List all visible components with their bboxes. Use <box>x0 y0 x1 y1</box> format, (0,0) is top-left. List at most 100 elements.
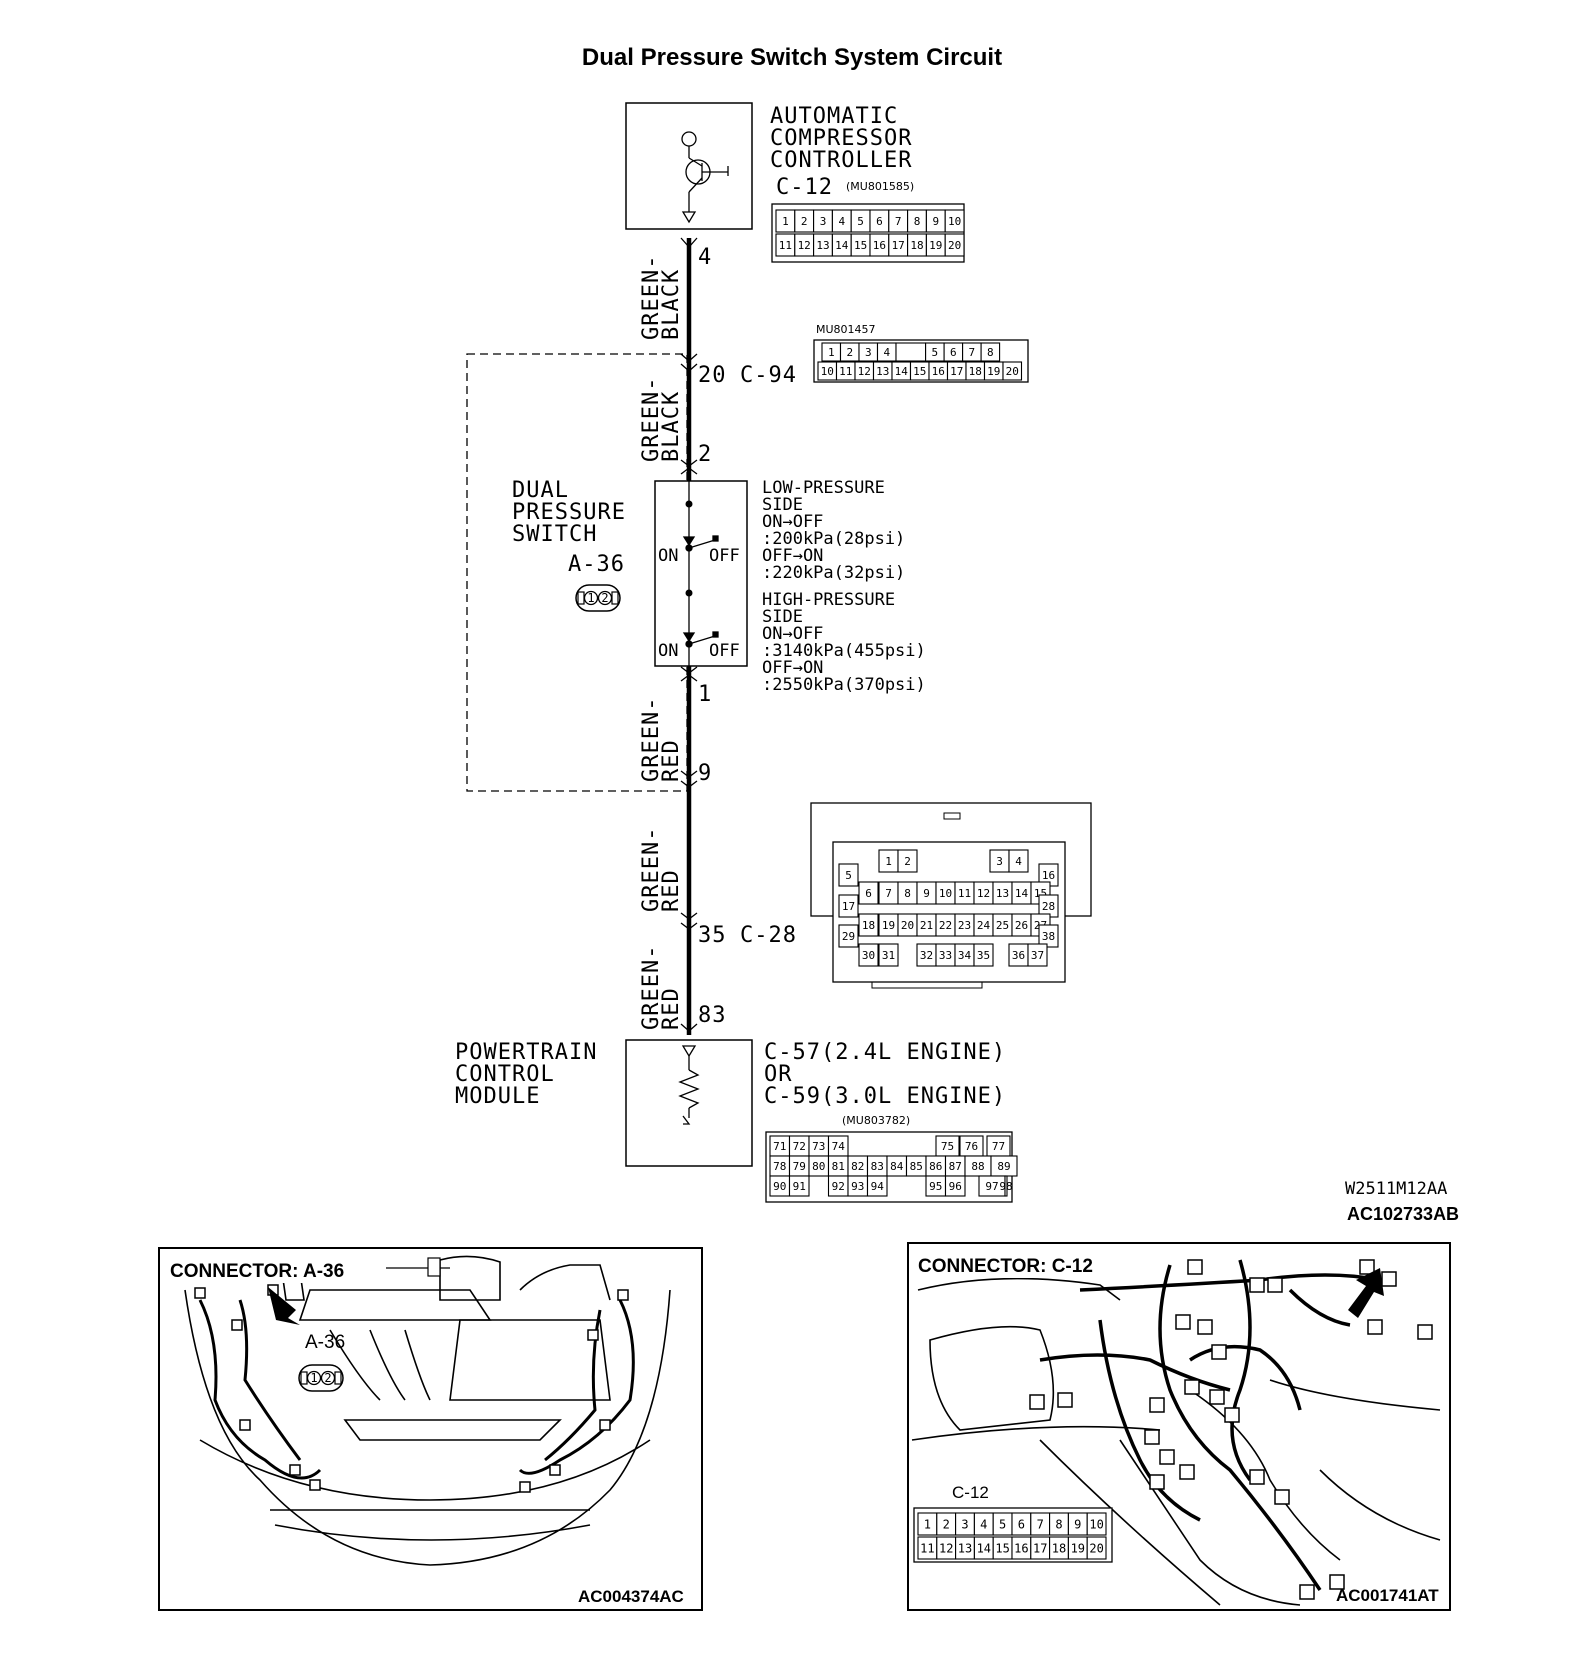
c28-pin-label: 22 <box>939 919 952 932</box>
c28-pin-label: 12 <box>977 887 990 900</box>
high-pressure-contact <box>682 631 719 648</box>
c94-pin-label: 20 <box>1006 365 1019 378</box>
c94-pin <box>980 342 1001 362</box>
pcm-pin-label: 81 <box>832 1160 845 1173</box>
drawing-code: AC102733AB <box>1347 1204 1459 1224</box>
c28-pin-label: 34 <box>958 949 972 962</box>
c12-panel-pin-label: 4 <box>980 1518 987 1532</box>
pcm-connector-line2: OR <box>764 1062 793 1087</box>
pcm-label-line1: POWERTRAIN <box>455 1040 597 1065</box>
c28-pin-label: 30 <box>862 949 875 962</box>
acc-pin-label: 20 <box>948 239 961 252</box>
svg-text::220kPa(32psi): :220kPa(32psi) <box>762 563 905 583</box>
c28-pin-label: 35 <box>977 949 990 962</box>
c28-pin-label: 8 <box>904 887 911 900</box>
c12-panel-pin-label: 7 <box>1037 1518 1044 1532</box>
pcm-pin-label: 73 <box>812 1140 825 1153</box>
panel-c12-code: AC001741AT <box>1336 1586 1439 1605</box>
pcm-pin <box>788 1175 810 1197</box>
svg-text:2: 2 <box>324 1371 331 1385</box>
acc-pin-label: 5 <box>857 215 864 228</box>
pcm-label-line2: CONTROL <box>455 1062 555 1087</box>
pcm-component: POWERTRAIN CONTROL MODULE C-57(2.4L ENGI… <box>455 1039 1018 1203</box>
c94-pin-label: 14 <box>895 365 909 378</box>
c28-pin-label: 19 <box>882 919 895 932</box>
c28-pin-label: 26 <box>1015 919 1028 932</box>
c28-pin-label: 11 <box>958 887 971 900</box>
svg-text:RED: RED <box>659 739 684 782</box>
pcm-pin-label: 98 <box>999 1180 1012 1193</box>
svg-text:GREEN-: GREEN- <box>639 255 664 340</box>
c94-pin-label: 8 <box>987 346 994 359</box>
c28-pin <box>1008 849 1029 873</box>
c28-pin <box>858 913 879 937</box>
c12-panel-pin-label: 14 <box>977 1542 991 1556</box>
svg-text::2550kPa(370psi): :2550kPa(370psi) <box>762 675 926 695</box>
c28-pin-label: 32 <box>920 949 933 962</box>
pcm-pin-label: 86 <box>929 1160 942 1173</box>
svg-text:RED: RED <box>659 987 684 1030</box>
c12-panel-pin-label: 16 <box>1014 1542 1028 1556</box>
pcm-part-number: (MU803782) <box>842 1114 910 1127</box>
pcm-pin-label: 72 <box>793 1140 806 1153</box>
acc-pin-label: 10 <box>948 215 961 228</box>
page-title: Dual Pressure Switch System Circuit <box>581 44 1003 71</box>
pcm-pin-label: 95 <box>929 1180 942 1193</box>
c28-pin-label: 18 <box>862 919 875 932</box>
acc-pin-label: 14 <box>835 239 849 252</box>
transistor-icon <box>681 131 729 224</box>
c94-pin-label: 6 <box>950 346 957 359</box>
c28-pin-label: 37 <box>1031 949 1044 962</box>
acc-pin-label: 17 <box>892 239 905 252</box>
svg-text:GREEN-: GREEN- <box>639 377 664 462</box>
c28-pin-label: 24 <box>977 919 991 932</box>
pcm-pin <box>944 1175 966 1197</box>
acc-label-line2: COMPRESSOR <box>770 126 912 151</box>
pcm-pin-label: 92 <box>832 1180 845 1193</box>
acc-pin-label: 12 <box>798 239 811 252</box>
c28-pin <box>1038 924 1059 948</box>
pcm-pin-label: 80 <box>812 1160 825 1173</box>
c94-pin-label: 7 <box>969 346 976 359</box>
pcm-pin-label: 79 <box>793 1160 806 1173</box>
acc-pin-label: 3 <box>820 215 827 228</box>
pcm-connector-line3: C-59(3.0L ENGINE) <box>764 1084 1006 1109</box>
c28-pin-label: 28 <box>1042 900 1055 913</box>
c28-pin-label: 7 <box>885 887 892 900</box>
svg-text:OFF→ON: OFF→ON <box>762 658 823 678</box>
c94-pin-label: 5 <box>932 346 939 359</box>
c28-pin-label: 10 <box>939 887 952 900</box>
terminal-2: 2 <box>698 442 712 467</box>
pcm-pin-label: 84 <box>890 1160 904 1173</box>
c28-pin-label: 16 <box>1042 869 1055 882</box>
c12-panel-pin-label: 12 <box>939 1542 953 1556</box>
switch-label-line2: PRESSURE <box>512 500 626 525</box>
acc-pin <box>944 209 965 233</box>
terminal-20: 20 <box>698 363 727 388</box>
switch-connector-id: A-36 <box>568 552 625 577</box>
c94-pin-label: 19 <box>987 365 1000 378</box>
c28-pin <box>838 863 859 887</box>
pcm-pin-label: 78 <box>773 1160 786 1173</box>
svg-text:LOW-PRESSURE: LOW-PRESSURE <box>762 478 885 498</box>
pcm-pin-label: 85 <box>910 1160 923 1173</box>
acc-label-line1: AUTOMATIC <box>770 104 898 129</box>
low-off-label: OFF <box>709 546 740 566</box>
acc-pin-label: 19 <box>929 239 942 252</box>
c28-pin-label: 23 <box>958 919 971 932</box>
pcm-connector-line1: C-57(2.4L ENGINE) <box>764 1040 1006 1065</box>
acc-pin-label: 7 <box>895 215 902 228</box>
pcm-pin-label: 71 <box>773 1140 786 1153</box>
acc-pin-label: 13 <box>816 239 829 252</box>
acc-box <box>625 102 753 230</box>
drawing-code-small: W2511M12AA <box>1345 1179 1447 1199</box>
pcm-box <box>625 1039 753 1167</box>
pcm-pin-label: 90 <box>773 1180 786 1193</box>
low-pressure-contact <box>682 535 719 552</box>
terminal-35: 35 <box>698 923 727 948</box>
c28-pin <box>838 924 859 948</box>
terminal-83: 83 <box>698 1003 727 1028</box>
